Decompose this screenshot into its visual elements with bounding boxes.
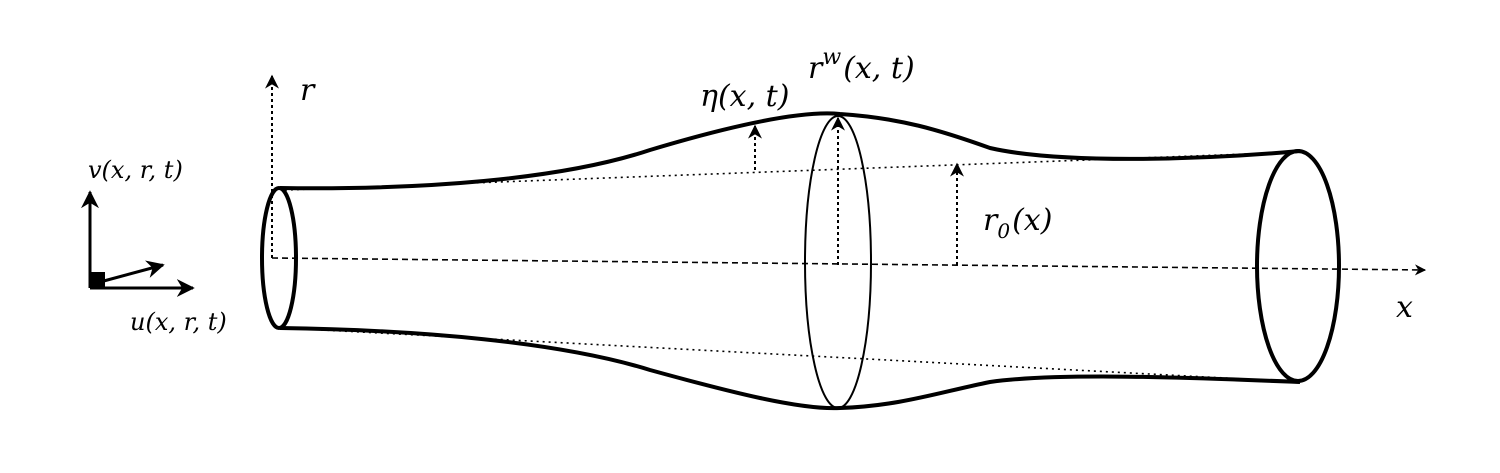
origin-square bbox=[90, 272, 105, 288]
outlet-cross-section bbox=[1255, 149, 1341, 383]
inlet-cross-section bbox=[260, 186, 298, 330]
tube-wall-top bbox=[279, 111, 1301, 191]
r0-label: r0(x) bbox=[983, 203, 1052, 243]
r0-base: r bbox=[983, 203, 999, 238]
rw-base: r bbox=[808, 51, 824, 86]
rw-args: (x, t) bbox=[843, 51, 914, 86]
r0-subscript: 0 bbox=[997, 219, 1010, 243]
r-axis-label: r bbox=[300, 73, 316, 108]
x-axis-line bbox=[271, 257, 1427, 276]
velocity-triad bbox=[81, 190, 195, 297]
w-component-arrow bbox=[99, 260, 165, 284]
tube-wall-bottom bbox=[279, 326, 1301, 411]
eta-label: η(x, t) bbox=[700, 79, 789, 114]
rw-label: rw(x, t) bbox=[808, 45, 915, 86]
v-label: v(x, r, t) bbox=[88, 156, 183, 184]
rw-superscript: w bbox=[822, 45, 841, 70]
x-axis-label: x bbox=[1396, 290, 1413, 325]
mid-cross-section bbox=[804, 115, 872, 409]
r0-args: (x) bbox=[1012, 203, 1052, 238]
u-label: u(x, r, t) bbox=[130, 308, 227, 336]
